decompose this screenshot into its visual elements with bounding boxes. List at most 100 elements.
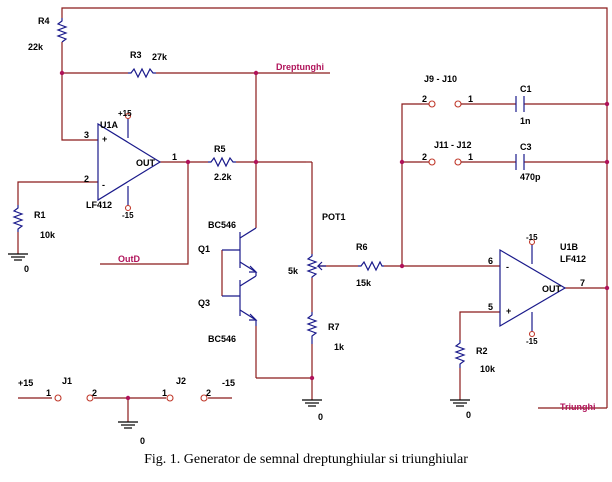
supply-pin <box>528 238 536 246</box>
junction <box>185 159 191 165</box>
jumper-pin <box>166 394 174 402</box>
u1a-model: LF412 <box>86 200 112 210</box>
transistor-q1: BC546 Q1 <box>198 220 258 273</box>
resistor-r5: R5 2.2k <box>208 144 236 182</box>
j9-ref: J9 - J10 <box>424 74 457 84</box>
jumper-pin <box>54 394 62 402</box>
u1b-plus-sign: + <box>506 306 511 316</box>
ground-supply: 0 <box>118 421 145 446</box>
j11-pin-a: 2 <box>422 152 427 162</box>
j2-pin-a: 1 <box>162 388 167 398</box>
signal-label-out: OutD <box>118 254 140 264</box>
ground-label: 0 <box>140 436 145 446</box>
ground-label: 0 <box>466 410 471 420</box>
potentiometer-pot1: POT1 5k <box>288 212 346 278</box>
r2-value: 10k <box>480 364 496 374</box>
r5-value: 2.2k <box>214 172 233 182</box>
r7-value: 1k <box>334 342 345 352</box>
r6-value: 15k <box>356 278 372 288</box>
jumper-j11-j12: J11 - J12 2 1 <box>422 140 473 166</box>
jumper-pin <box>454 158 462 166</box>
junction <box>125 395 131 401</box>
ground-r2: 0 <box>450 399 471 420</box>
supply-pin <box>528 330 536 338</box>
j11-ref: J11 - J12 <box>434 140 472 150</box>
junction <box>399 159 405 165</box>
u1a-ref: U1A <box>100 120 119 130</box>
pot1-value: 5k <box>288 266 299 276</box>
r4-value: 22k <box>28 42 44 52</box>
u1a-plus-sign: + <box>102 134 107 144</box>
u1a-pin-out: 1 <box>172 152 177 162</box>
r6-ref: R6 <box>356 242 368 252</box>
opamp-u1a: + - OUT U1A LF412 +15 -15 3 2 1 <box>84 109 177 220</box>
figure-caption: Fig. 1. Generator de semnal dreptunghiul… <box>144 452 468 467</box>
u1b-pin-minus: 6 <box>488 256 493 266</box>
r3-ref: R3 <box>130 50 142 60</box>
j11-pin-b: 1 <box>468 152 473 162</box>
c3-value: 470p <box>520 172 541 182</box>
r7-ref: R7 <box>328 322 340 332</box>
jumper-pin <box>428 100 436 108</box>
r1-ref: R1 <box>34 210 46 220</box>
junction <box>604 285 610 291</box>
pot1-ref: POT1 <box>322 212 346 222</box>
signal-label-square: Dreptunghi <box>276 62 324 72</box>
ground-label: 0 <box>24 264 29 274</box>
capacitor-c1: C1 1n <box>515 84 532 126</box>
c3-ref: C3 <box>520 142 532 152</box>
resistor-r1: R1 10k <box>12 205 56 240</box>
jumper-j1: +15 J1 1 2 <box>18 376 97 402</box>
ground-r1: 0 <box>8 253 29 274</box>
resistor-r6: R6 15k <box>356 242 384 288</box>
u1a-pin-plus: 3 <box>84 130 89 140</box>
resistor-r4: R4 22k <box>28 16 68 52</box>
jumper-pin <box>86 394 94 402</box>
r3-value: 27k <box>152 52 168 62</box>
q1-model: BC546 <box>208 220 236 230</box>
junction <box>253 159 259 165</box>
j1-supply-label: +15 <box>18 378 33 388</box>
transistor-q3: Q3 BC546 <box>198 272 258 344</box>
u1b-model: LF412 <box>560 254 586 264</box>
j1-ref: J1 <box>62 376 72 386</box>
jumper-pin <box>454 100 462 108</box>
u1b-pin-out: 7 <box>580 278 585 288</box>
ground-label: 0 <box>318 412 323 422</box>
r4-ref: R4 <box>38 16 50 26</box>
u1b-out-label: OUT <box>542 284 562 294</box>
j1-pin-b: 2 <box>92 388 97 398</box>
r1-value: 10k <box>40 230 56 240</box>
u1a-minus-sign: - <box>102 180 105 190</box>
c1-ref: C1 <box>520 84 532 94</box>
u1a-out-label: OUT <box>136 158 156 168</box>
j9-pin-a: 2 <box>422 94 427 104</box>
q1-ref: Q1 <box>198 244 210 254</box>
j2-supply-label: -15 <box>222 378 235 388</box>
capacitor-c3: C3 470p <box>515 142 541 182</box>
junction <box>253 70 259 76</box>
junction <box>59 70 65 76</box>
q3-model: BC546 <box>208 334 236 344</box>
j1-pin-a: 1 <box>46 388 51 398</box>
c1-value: 1n <box>520 116 531 126</box>
supply-pin <box>124 112 132 120</box>
u1b-vneg: -15 <box>526 337 538 346</box>
resistor-r3: R3 27k <box>128 50 168 79</box>
junction <box>604 101 610 107</box>
u1b-vpos: -15 <box>526 233 538 242</box>
supply-pin <box>124 204 132 212</box>
jumper-pin <box>428 158 436 166</box>
jumper-pin <box>200 394 208 402</box>
r2-ref: R2 <box>476 346 488 356</box>
junction <box>604 159 610 165</box>
jumper-j9-j10: J9 - J10 2 1 <box>422 74 473 108</box>
signal-label-triangle: Triunghi <box>560 402 596 412</box>
j2-ref: J2 <box>176 376 186 386</box>
u1a-vneg: -15 <box>122 211 134 220</box>
wires <box>17 7 608 422</box>
u1a-pin-minus: 2 <box>84 174 89 184</box>
q3-ref: Q3 <box>198 298 210 308</box>
j2-pin-b: 2 <box>206 388 211 398</box>
